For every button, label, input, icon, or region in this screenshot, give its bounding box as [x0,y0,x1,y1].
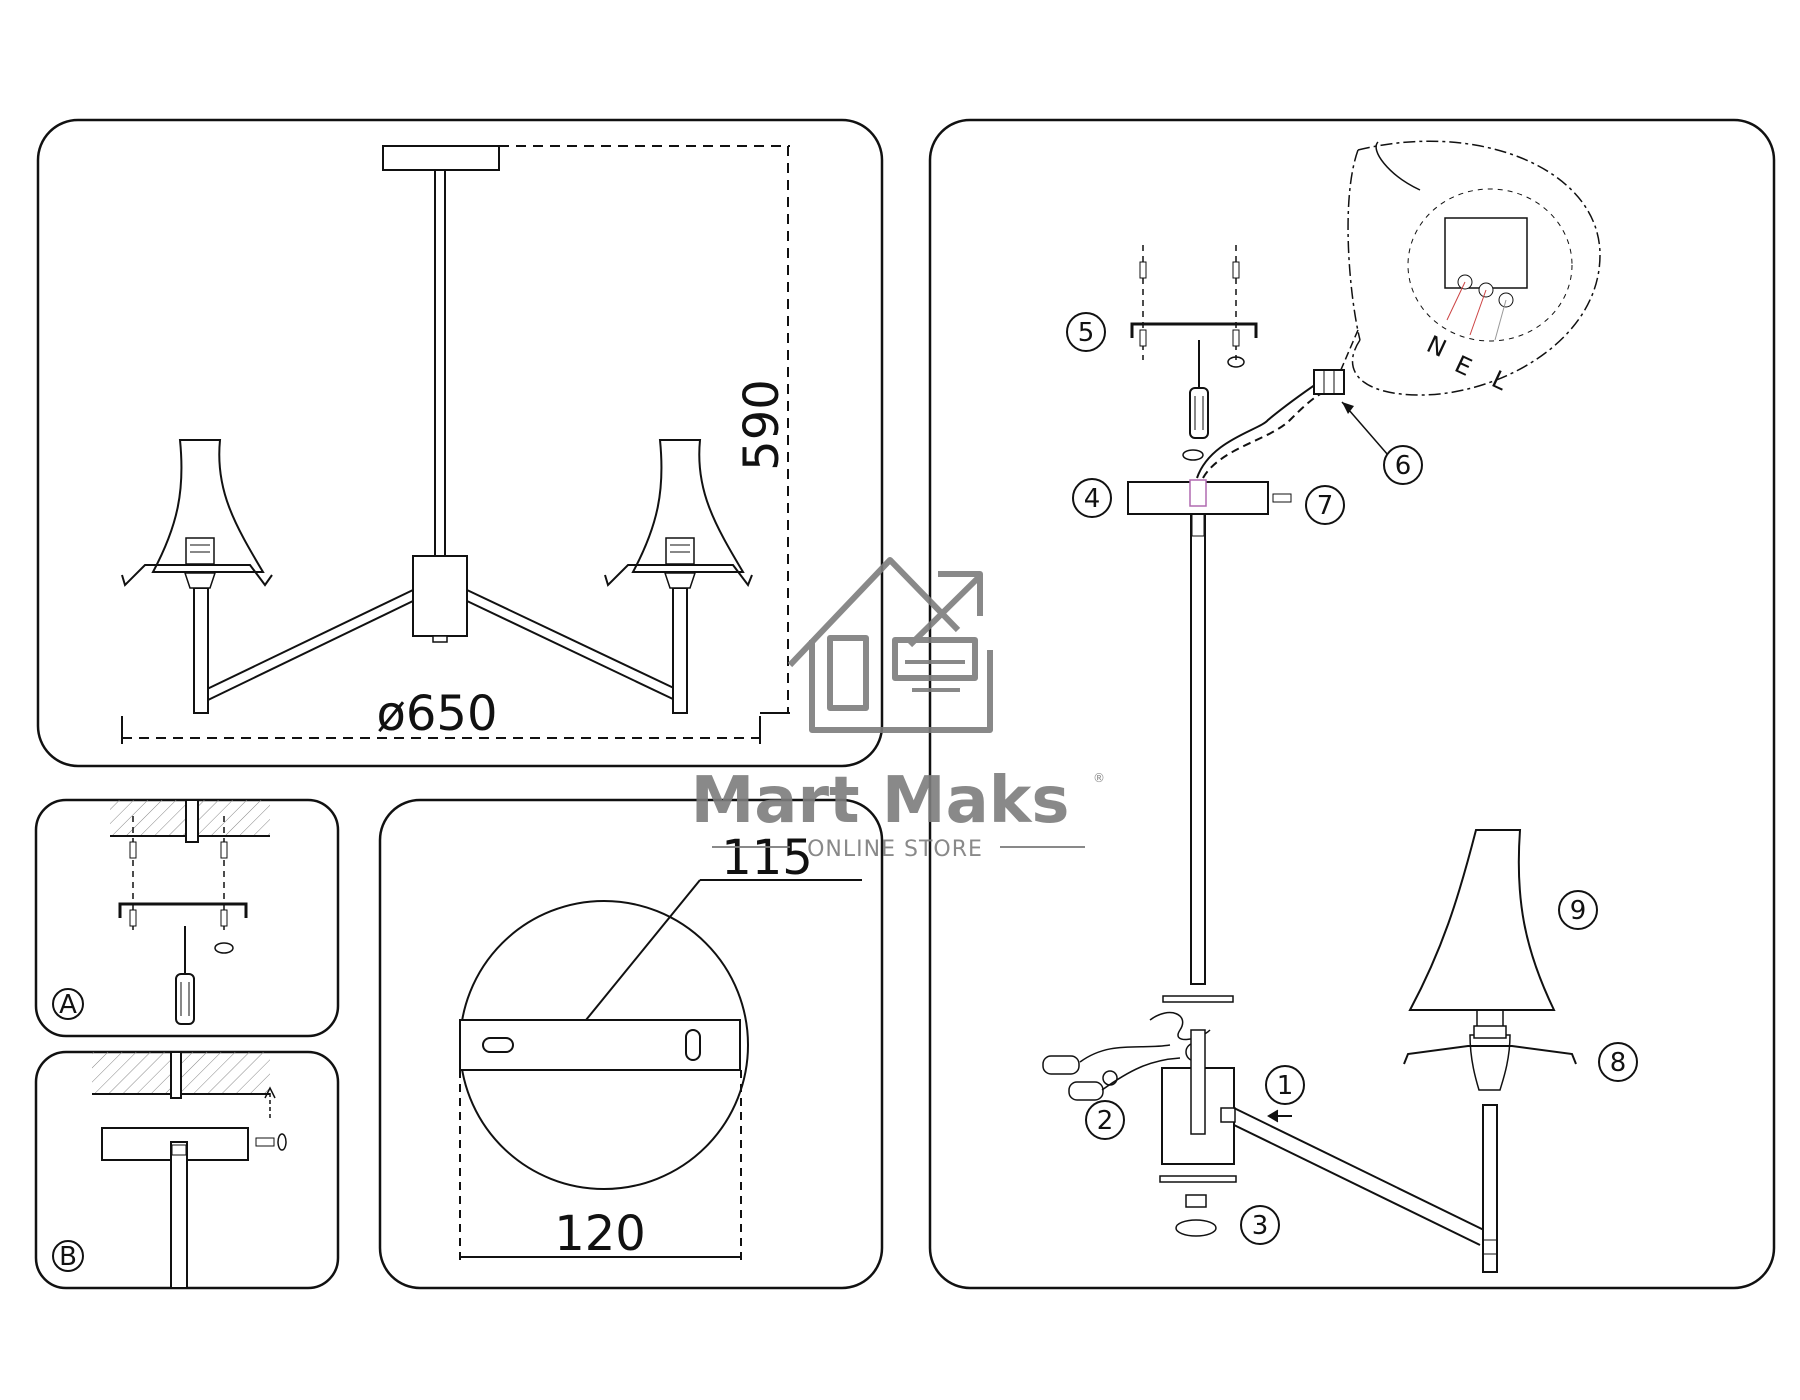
step-9-label: 9 [1570,896,1587,926]
watermark-brand: Mart Maks [691,764,1070,838]
height-dimension: 590 [734,379,790,471]
rotate-icon [1175,1219,1217,1237]
panel-label-a: A [59,990,77,1020]
step-2-label: 2 [1097,1106,1114,1136]
stem [434,169,446,557]
step-8-label: 8 [1610,1048,1627,1078]
step-7-label: 7 [1317,491,1334,521]
watermark: Mart Maks ® ONLINE STORE [691,557,1105,862]
lamp-sockets [1042,1011,1211,1101]
step-4-label: 4 [1084,484,1101,514]
step-a-panel: A [34,798,340,1038]
house-logo-icon [787,557,993,733]
plate-dimension: 120 [554,1206,646,1262]
rotate-icon [1227,356,1245,368]
step-1-label: 1 [1277,1071,1294,1101]
diameter-dimension: ø650 [377,686,498,742]
terminal-label-l: L [1487,365,1512,396]
step-b-panel: B [34,1050,340,1290]
left-lamp [121,439,273,714]
screw-icon [1272,493,1292,503]
assembly-panel: N E L 1 2 3 4 5 6 7 8 9 [928,118,1776,1290]
screwdriver-icon [175,926,195,1025]
canopy [382,145,500,171]
step-6-label: 6 [1395,451,1412,481]
mounting-plate-panel: 115 120 [378,798,884,1290]
terminal-label-e: E [1450,350,1476,382]
wiring-detail: N E L [1339,140,1601,396]
hub [412,555,468,637]
terminal-block [1313,369,1345,395]
overview-panel: 590 ø650 [36,118,884,768]
step-5-label: 5 [1078,318,1095,348]
watermark-registered: ® [1093,771,1105,785]
lamp-shade [1408,829,1556,1011]
screwdriver-icon [1189,340,1209,439]
bracket-dimension: 115 [721,830,813,886]
watermark-tagline: ONLINE STORE [807,837,983,862]
step-3-label: 3 [1252,1211,1269,1241]
lamp-assembly [1403,829,1577,1273]
terminal-label-n: N [1422,330,1450,363]
stem [1190,513,1206,985]
screw-icon [255,1137,275,1147]
rotate-icon [1182,449,1204,461]
rotate-icon [214,942,234,954]
step-callouts: 1 2 3 4 5 6 7 8 9 [1066,312,1638,1245]
panel-label-b: B [59,1242,77,1272]
right-lamp [604,439,753,714]
